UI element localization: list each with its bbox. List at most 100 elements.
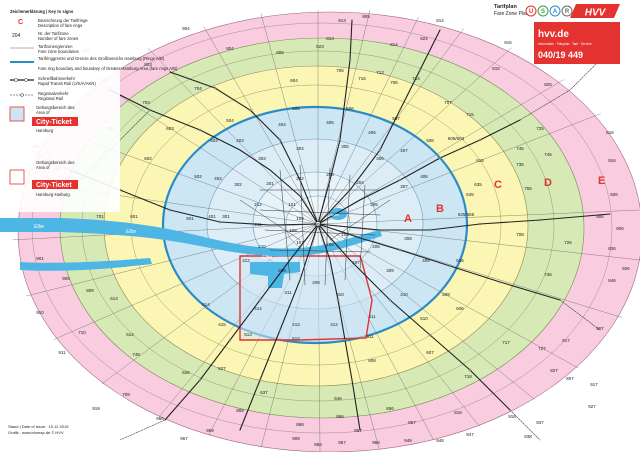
hotline-box[interactable]: hvv.de Information · Fahrplan · Tarif · …	[534, 22, 620, 64]
info-line: Information · Fahrplan · Tarif · Service	[538, 42, 592, 46]
zone-716: 716	[358, 76, 366, 81]
zone-309: 309	[386, 268, 394, 273]
zone-105: 105	[341, 232, 349, 237]
zone-911: 911	[58, 350, 66, 355]
zone-909: 909	[62, 276, 70, 281]
zone-211: 211	[254, 222, 262, 227]
zone-718: 718	[464, 374, 472, 379]
zone-705: 705	[336, 68, 344, 73]
rail-network	[29, 19, 611, 441]
zone-208: 208	[312, 280, 320, 285]
alster-lake	[329, 208, 347, 220]
zone-106: 106	[326, 242, 334, 247]
zone-101: 101	[288, 202, 296, 207]
zone-704: 704	[194, 86, 202, 91]
zone-948: 948	[436, 438, 444, 443]
brand-letter-s: S	[541, 9, 545, 15]
zone-803: 803	[144, 62, 152, 67]
elbe-label-3: Elbe	[262, 255, 272, 261]
zone-402: 402	[214, 176, 222, 181]
zone-510: 510	[420, 316, 428, 321]
legend-ringab-en: Fare ring boundary and boundary of Great…	[38, 66, 178, 71]
legend-boundary-en: Fare zone boundaries	[38, 49, 79, 54]
hvv-logo[interactable]: HVV	[570, 4, 620, 19]
zone-806: 806	[596, 214, 604, 219]
zone-212: 212	[254, 202, 262, 207]
zone-302: 302	[234, 182, 242, 187]
zone-403: 403	[236, 138, 244, 143]
zone-410: 410	[400, 292, 408, 297]
brand-circle-icon	[525, 5, 537, 17]
zone-614: 614	[126, 332, 134, 337]
zone-601: 601	[130, 214, 138, 219]
ring-letter-b: B	[436, 203, 444, 215]
legend-ring-letter: C	[18, 19, 23, 26]
zone-207: 207	[352, 260, 360, 265]
zone-627: 627	[218, 366, 226, 371]
zone-725: 725	[536, 126, 544, 131]
brand-circle-icon	[549, 5, 561, 17]
zone-501: 501	[186, 216, 194, 221]
zone-604: 604	[290, 78, 298, 83]
brand-letter-a: A	[553, 9, 558, 15]
zone-908: 908	[292, 436, 300, 441]
zone-707: 707	[444, 100, 452, 105]
zone-959: 959	[206, 428, 214, 433]
zone-904: 904	[182, 26, 190, 31]
legend-ringab-de: Tarifringgrenze und Grenze des Großberei…	[38, 56, 165, 61]
zone-608: 608	[368, 358, 376, 363]
zone-867: 867	[354, 428, 362, 433]
zone-603: 603	[166, 126, 174, 131]
zone-715: 715	[466, 112, 474, 117]
legend: Zeichenerklärung | Key to signs C Bezeic…	[6, 6, 178, 212]
zone-805: 805	[276, 50, 284, 55]
zone-635: 635	[474, 182, 482, 187]
zone-509: 509	[442, 292, 450, 297]
zone-824: 824	[420, 36, 428, 41]
legend-heading: Zeichenerklärung | Key to signs	[10, 9, 74, 14]
zone-409: 409	[422, 258, 430, 263]
zone-813: 813	[326, 36, 334, 41]
zone-966: 966	[156, 416, 164, 421]
zone-203: 203	[326, 172, 334, 177]
legend-regional-en: Regional Rail	[38, 96, 63, 101]
zone-311: 311	[284, 290, 292, 295]
zone-708: 708	[516, 232, 524, 237]
zone-827: 827	[550, 368, 558, 373]
legend-city-valid1-de: Geltungsbereich des	[36, 105, 74, 110]
zone-507: 507	[392, 116, 400, 121]
zone-918: 918	[508, 414, 516, 419]
zone-815: 815	[492, 66, 500, 71]
zone-857: 857	[408, 420, 416, 425]
header: Tarifplan Fare Zone Plan U S A R HVV hvv…	[494, 4, 620, 64]
zone-204: 204	[356, 180, 364, 185]
phone-number: 040/19 449	[538, 50, 583, 60]
zone-856: 856	[386, 406, 394, 411]
zone-709: 709	[122, 392, 130, 397]
zone-107: 107	[296, 240, 304, 245]
zone-605b: 605/603	[448, 136, 465, 141]
legend-regional-de: Regionalverkehr	[38, 91, 69, 96]
zone-602: 602	[144, 156, 152, 161]
zone-836: 836	[608, 246, 616, 251]
zone-906: 906	[616, 226, 624, 231]
brand-circles: U S A R	[525, 5, 573, 17]
zone-312: 312	[242, 258, 250, 263]
zone-808: 808	[236, 408, 244, 413]
zone-916: 916	[608, 158, 616, 163]
zone-205: 205	[370, 202, 378, 207]
zone-413: 413	[292, 322, 300, 327]
zone-408: 408	[420, 174, 428, 179]
zone-636: 636	[456, 258, 464, 263]
title-de: Tarifplan	[494, 4, 517, 10]
zone-907: 907	[596, 326, 604, 331]
zone-736: 736	[544, 272, 552, 277]
zone-745: 745	[516, 146, 524, 151]
zone-914: 914	[436, 18, 444, 23]
legend-city-valid2-de: Geltungsbereich des	[36, 160, 74, 165]
zone-514: 514	[202, 302, 210, 307]
zone-804: 804	[226, 46, 234, 51]
zone-910: 910	[36, 310, 44, 315]
zone-513: 513	[244, 332, 252, 337]
